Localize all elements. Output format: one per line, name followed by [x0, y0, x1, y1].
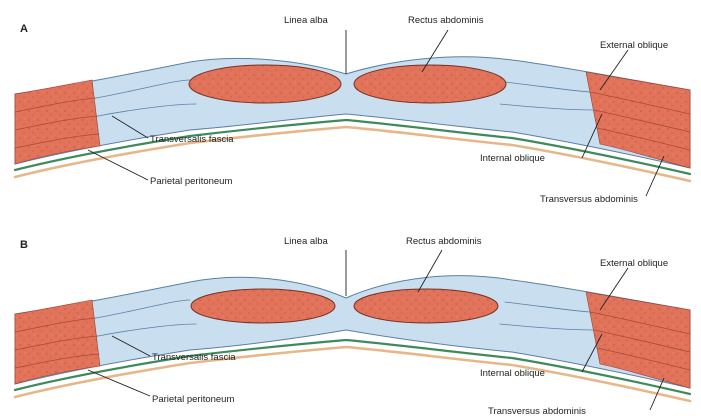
panel-b: B Linea alba Rectus abdominis External o… — [15, 236, 690, 416]
rectus-abdominis-label: Rectus abdominis — [406, 236, 482, 247]
linea-alba-label: Linea alba — [284, 236, 329, 247]
panel-letter: B — [20, 239, 28, 251]
transversus-abdominis-label: Transversus abdominis — [540, 194, 638, 205]
transversalis-fascia-label: Transversalis fascia — [152, 352, 236, 363]
rectus-abdominis-right — [354, 65, 506, 103]
parietal-peritoneum-label: Parietal peritoneum — [152, 394, 234, 405]
rectus-abdominis-left — [189, 65, 341, 103]
panel-letter: A — [20, 23, 28, 35]
rectus-abdominis-right — [354, 289, 498, 323]
rectus-abdominis-left — [191, 289, 335, 323]
internal-oblique-label: Internal oblique — [480, 153, 545, 164]
linea-alba-label: Linea alba — [284, 15, 329, 26]
external-oblique-label: External oblique — [600, 40, 668, 51]
transversalis-fascia-label: Transversalis fascia — [150, 134, 234, 145]
parietal-peritoneum-label: Parietal peritoneum — [150, 176, 232, 187]
rectus-abdominis-label: Rectus abdominis — [408, 15, 484, 26]
transversus-abdominis-label: Transversus abdominis — [488, 406, 586, 416]
external-oblique-label: External oblique — [600, 258, 668, 269]
internal-oblique-label: Internal oblique — [480, 368, 545, 379]
panel-a: A Linea alba Rectus — [15, 15, 690, 205]
